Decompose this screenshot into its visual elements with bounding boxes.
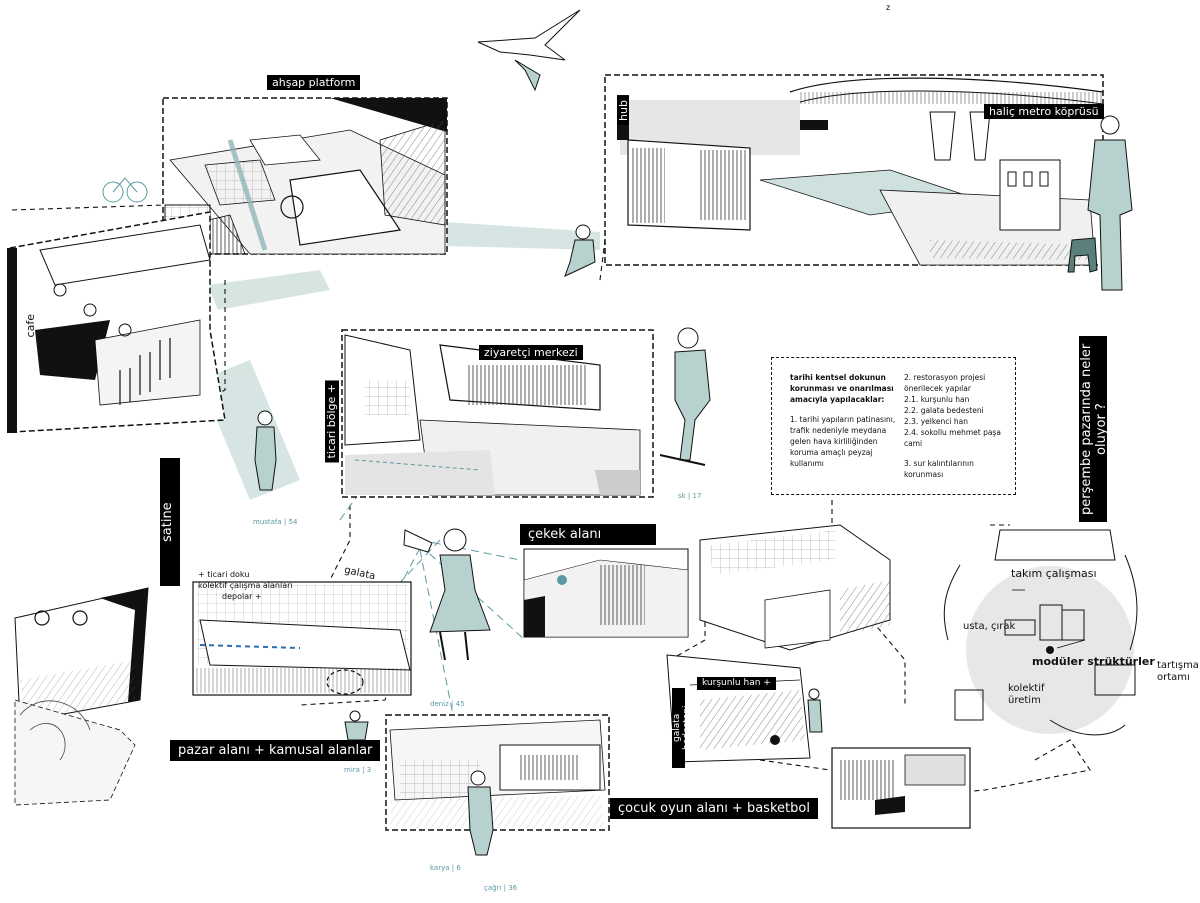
credit-karya: karya | 6 [430, 864, 461, 872]
north-mark: z [886, 3, 891, 12]
label-ticari-doku: + ticari doku [198, 570, 250, 579]
label-pazar-alani: pazar alanı + kamusal alanlar [170, 740, 381, 761]
credit-mira: mira | 3 [344, 766, 372, 774]
label-depolar: depolar + [222, 592, 262, 601]
label-kursunlu-han: kurşunlu han + [697, 677, 776, 690]
label-satine: satine [160, 458, 180, 586]
label-tartisma-ortami: tartışma ortamı [1157, 660, 1199, 683]
label-ahsap-platform: ahşap platform [267, 75, 361, 90]
notes-item-2-list: 2.1. kurşunlu han 2.2. galata bedesteni … [904, 395, 1001, 448]
route-lines [11, 204, 1091, 796]
gull-illustration [477, 9, 581, 92]
label-takim-calismasi: takım çalışması [1011, 567, 1097, 580]
panel-bedesten [699, 524, 891, 651]
label-ticari-bolge: ticari bölge + [325, 380, 339, 463]
credit-deniz: deniz | 45 [430, 700, 465, 708]
label-cekek-alani: çekek alanı [520, 524, 656, 545]
panel-halic [604, 74, 1104, 266]
panel-bottom-right [831, 747, 971, 829]
credit-sk: sk | 17 [678, 492, 702, 500]
label-ziyaretci-merkezi: ziyaretçi merkezi [479, 345, 583, 360]
panel-seated [14, 587, 149, 806]
notes-item-1: 1. tarihi yapıların patinasını, trafik n… [790, 415, 896, 468]
panel-cafe [7, 211, 226, 433]
project-notes-box: tarihi kentsel dokunun korunması ve onar… [771, 357, 1016, 495]
notes-heading: tarihi kentsel dokunun korunması ve onar… [790, 373, 894, 404]
label-cafe: cafe [24, 314, 37, 338]
label-persembe-pazarinda: perşembe pazarında neler oluyor ? [1079, 336, 1109, 522]
panel-galata [192, 581, 412, 696]
figure-people [102, 115, 1133, 856]
label-kolektif-uretim: kolektif üretim [1008, 683, 1045, 706]
panel-cocuk [385, 714, 610, 831]
credit-mustafa: mustafa | 54 [253, 518, 298, 526]
label-moduler-strukturler: modüler strüktürler [1032, 655, 1155, 668]
notes-item-2-heading: 2. restorasyon projesi önerilecek yapıla… [904, 373, 986, 393]
label-hub: hub [617, 96, 630, 125]
notes-item-3: 3. sur kalıntılarının korunması [904, 459, 974, 479]
label-halic-metro-koprusu: haliç metro köprüsü [984, 104, 1104, 119]
credit-cagri: çağrı | 36 [484, 884, 518, 892]
workshop-diagram [943, 529, 1138, 736]
label-galata-bedesteni: galata bedesteni [672, 688, 692, 768]
label-usta-cirak: usta, çırak [963, 621, 1016, 632]
label-cocuk-oyun: çocuk oyun alanı + basketbol [610, 798, 818, 819]
label-kolektif-calisma: kolektif çalışma alanları [198, 581, 293, 590]
panel-cekek [523, 548, 689, 638]
